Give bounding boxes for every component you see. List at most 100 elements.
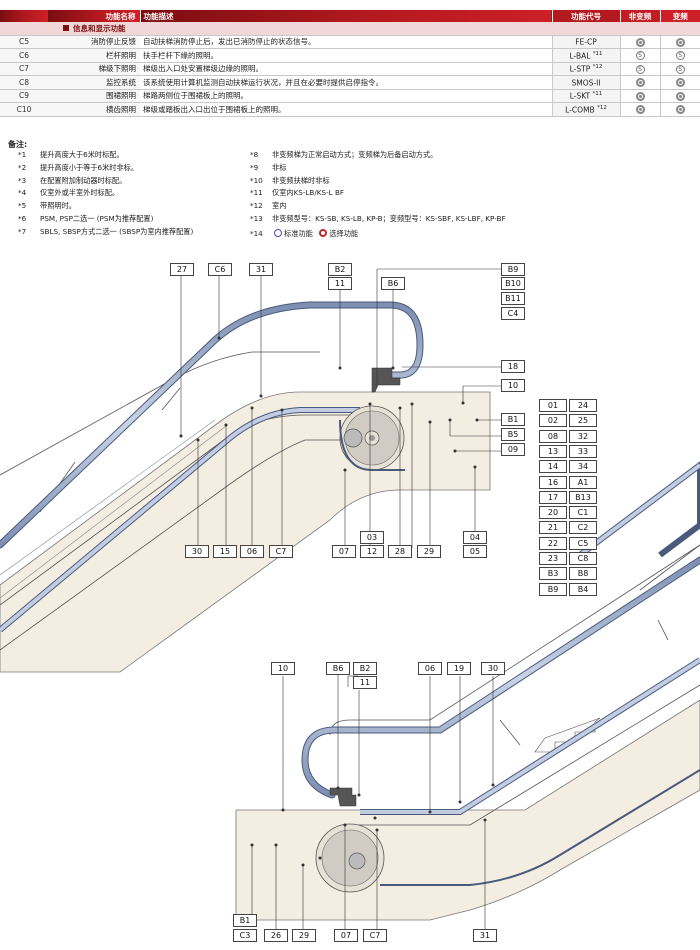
row-code: C9 bbox=[0, 89, 48, 103]
row-vf bbox=[659, 35, 700, 49]
row-name: 监控系统 bbox=[48, 75, 140, 90]
callout-label: B10 bbox=[501, 277, 525, 290]
callout-label: 27 bbox=[170, 263, 194, 276]
callout-label: 30 bbox=[481, 662, 505, 675]
standard-icon bbox=[274, 229, 282, 237]
row-desc: 梯级出入口处安置梯级边缘的照明。 bbox=[140, 62, 552, 76]
callout-label: 21 bbox=[539, 521, 567, 535]
option-icon bbox=[635, 37, 645, 47]
option-icon bbox=[319, 229, 328, 237]
header-code-spacer bbox=[0, 10, 48, 22]
row-code: C5 bbox=[0, 35, 48, 49]
callout-label: 29 bbox=[292, 929, 316, 942]
callout-label: C7 bbox=[363, 929, 387, 942]
callout-label: 06 bbox=[418, 662, 442, 675]
section-row: 信息和显示功能 bbox=[0, 22, 700, 36]
section-title-cell: 信息和显示功能 bbox=[0, 22, 700, 36]
callout-label: C4 bbox=[501, 307, 525, 320]
callout-label: C7 bbox=[269, 545, 293, 558]
callout-label: 30 bbox=[185, 545, 209, 558]
row-nonvf bbox=[619, 102, 660, 117]
callout-label: 31 bbox=[473, 929, 497, 942]
option-icon bbox=[675, 91, 685, 101]
standard-icon: S bbox=[635, 51, 645, 60]
table-header-row: 功能名称 功能描述 功能代号 非变频 变频 bbox=[0, 10, 700, 22]
row-fcode: L-BAL *11 bbox=[551, 48, 620, 63]
callout-label: 20 bbox=[539, 506, 567, 520]
callout-label: 07 bbox=[334, 929, 358, 942]
callout-label: A1 bbox=[569, 475, 597, 489]
standard-icon: S bbox=[675, 64, 685, 74]
callout-label: B3 bbox=[539, 567, 567, 581]
callout-label: 19 bbox=[447, 662, 471, 675]
callout-label: 28 bbox=[388, 545, 412, 558]
callout-label: 15 bbox=[213, 545, 237, 558]
callout-label: B2 bbox=[353, 662, 377, 675]
callout-label: 14 bbox=[539, 460, 567, 474]
row-vf: S bbox=[659, 62, 700, 76]
callout-label: C5 bbox=[569, 536, 597, 550]
square-icon bbox=[63, 25, 69, 32]
callout-label: 13 bbox=[539, 444, 567, 458]
callout-label: B9 bbox=[539, 582, 567, 596]
callout-label: 33 bbox=[569, 444, 597, 458]
row-name: 围裙照明 bbox=[48, 89, 140, 103]
option-icon bbox=[635, 91, 645, 101]
row-desc: 梯路两侧位于围裙板上的照明。 bbox=[140, 89, 552, 103]
option-icon bbox=[675, 105, 685, 114]
callout-label: 17 bbox=[539, 490, 567, 504]
callout-label: C1 bbox=[569, 506, 597, 520]
callout-label: 34 bbox=[569, 460, 597, 474]
callout-label: 05 bbox=[463, 545, 487, 558]
callout-label: 26 bbox=[264, 929, 288, 942]
callout-label: C2 bbox=[569, 521, 597, 535]
row-nonvf: S bbox=[619, 62, 660, 76]
callout-label: B6 bbox=[381, 277, 405, 290]
callout-label: B4 bbox=[569, 582, 597, 596]
callout-label: 07 bbox=[332, 545, 356, 558]
callout-label: 03 bbox=[360, 531, 384, 544]
callout-label: 06 bbox=[240, 545, 264, 558]
option-icon bbox=[635, 78, 645, 87]
option-icon bbox=[675, 78, 685, 87]
row-fcode: FE-CP bbox=[551, 35, 620, 49]
header-name: 功能名称 bbox=[48, 10, 140, 22]
callout-label: 11 bbox=[328, 277, 352, 290]
standard-icon: S bbox=[675, 51, 685, 60]
row-nonvf bbox=[619, 89, 660, 103]
section-title: 信息和显示功能 bbox=[73, 23, 126, 33]
notes-title: 备注: bbox=[8, 140, 28, 149]
callout-label: C3 bbox=[233, 929, 257, 942]
row-desc: 梯级或踏板出入口出位于围裙板上的照明。 bbox=[140, 102, 552, 117]
option-icon bbox=[635, 105, 645, 114]
callout-label: B13 bbox=[569, 490, 597, 504]
header-nonvf: 非变频 bbox=[619, 10, 660, 22]
row-code: C7 bbox=[0, 62, 48, 76]
callout-label: 32 bbox=[569, 429, 597, 443]
standard-icon: S bbox=[635, 64, 645, 74]
row-desc: 该系统使用计算机监测自动扶梯运行状况，并且在必要时提供启停指令。 bbox=[140, 75, 552, 90]
callout-label: 10 bbox=[501, 379, 525, 392]
callout-label: 31 bbox=[249, 263, 273, 276]
row-fcode: L-STP *12 bbox=[551, 62, 620, 76]
callout-label: 11 bbox=[353, 676, 377, 689]
top-escalator bbox=[0, 268, 700, 673]
callout-label: B1 bbox=[233, 914, 257, 927]
row-nonvf bbox=[619, 35, 660, 49]
